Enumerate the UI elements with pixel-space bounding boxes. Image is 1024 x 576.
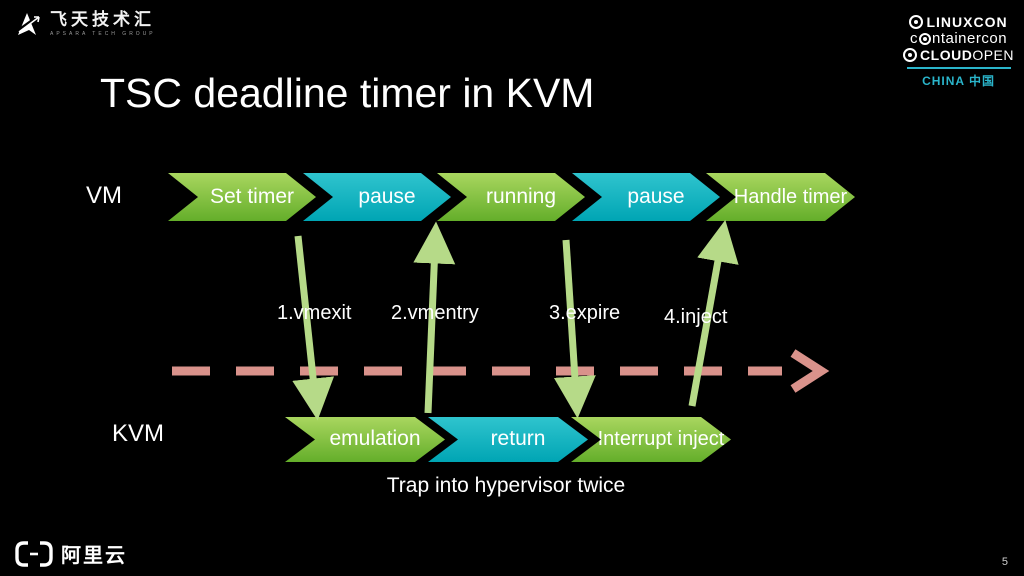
timeline-axis: [172, 349, 830, 393]
kvm-state-emulation: emulation: [285, 417, 445, 462]
kvm-state-interrupt-inject: Interrupt inject: [571, 417, 731, 462]
vm-state-pause-2: pause: [572, 173, 720, 221]
vm-state-handle-timer: Handle timer: [706, 173, 855, 221]
transition-label-inject: 4.inject: [664, 306, 728, 328]
brand-logo: 飞天技术汇 APSARA TECH GROUP: [14, 8, 156, 38]
conference-region: CHINA 中国: [922, 74, 995, 89]
kvm-row-label: KVM: [112, 420, 165, 447]
brand-tagline: APSARA TECH GROUP: [50, 31, 156, 37]
page-number: 5: [1001, 556, 1008, 568]
cloudopen-logo-bold: CLOUD: [920, 47, 973, 64]
brand-name: 飞天技术汇: [50, 10, 155, 29]
containercon-logo-prefix: c: [909, 30, 918, 48]
alibaba-cloud-icon: [15, 540, 53, 567]
page-title: TSC deadline timer in KVM: [100, 70, 595, 116]
vm-state-running: running: [437, 173, 585, 221]
linuxcon-icon: [909, 15, 924, 30]
kvm-state-return: return: [428, 417, 588, 462]
alibaba-cloud-text: 阿里云: [61, 545, 127, 567]
vm-row-label: VM: [86, 182, 122, 209]
vm-state-pause-1: pause: [303, 173, 451, 221]
transition-label-expire: 3.expire: [549, 302, 621, 324]
diagram-caption: Trap into hypervisor twice: [386, 474, 626, 497]
timeline-arrowhead: [790, 349, 830, 393]
linuxcon-logo: LINUXCON: [926, 14, 1008, 30]
vm-state-set-timer: Set timer: [168, 173, 316, 221]
containercon-icon: [918, 32, 931, 45]
transition-label-vmexit: 1.vmexit: [277, 302, 352, 324]
conference-divider: [906, 67, 1011, 70]
cloudopen-icon: [903, 48, 918, 63]
apsara-logo-icon: [16, 13, 40, 35]
alibaba-cloud-logo: 阿里云: [14, 539, 127, 568]
cloudopen-logo-light: OPEN: [972, 47, 1014, 64]
transition-label-vmentry: 2.vmentry: [391, 302, 479, 324]
containercon-logo-suffix: ntainercon: [931, 30, 1008, 48]
vmentry-arrow: [413, 221, 456, 414]
conference-logos: LINUXCON c ntainercon CLOUD OPEN CHINA 中…: [903, 14, 1014, 89]
